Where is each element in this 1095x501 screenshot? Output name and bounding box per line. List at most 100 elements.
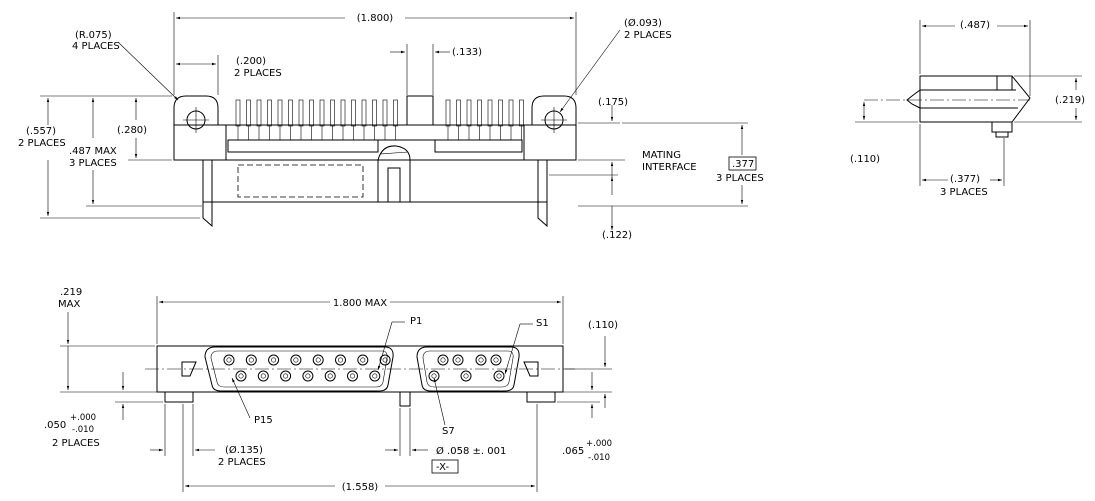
contact	[257, 370, 269, 382]
side-dim-height-219: (.219)	[1055, 95, 1085, 106]
top-pin	[235, 99, 241, 140]
tol-050-qty: 2 PLACES	[52, 438, 100, 449]
contact	[369, 370, 381, 382]
dim-height-175: (.175)	[598, 97, 628, 108]
dim-mount-hole: (Ø.093)	[624, 17, 662, 29]
top-pin	[508, 99, 514, 140]
dim-height-557-qty: 2 PLACES	[18, 138, 66, 149]
top-pin	[288, 99, 293, 140]
side-view-body	[864, 75, 1031, 138]
contact	[493, 370, 505, 382]
front-dim-height-219-max: MAX	[58, 299, 80, 310]
contact	[357, 354, 369, 366]
top-pin	[277, 99, 283, 140]
datum-x: -X-	[436, 462, 449, 473]
top-pin	[361, 99, 367, 140]
tol-065-base: .065	[562, 446, 584, 457]
top-pin	[309, 99, 314, 140]
dim-height-487-qty: 3 PLACES	[69, 158, 117, 169]
contact	[452, 354, 464, 366]
top-view-dimensions: (1.800) (R.075) 4 PLACES (.200) 2 PLACES…	[18, 12, 764, 241]
contact	[490, 354, 502, 366]
top-pin	[256, 99, 262, 140]
front-dim-pitch: (1.558)	[342, 482, 379, 493]
top-pin	[498, 99, 503, 140]
dim-mount-hole-qty: 2 PLACES	[624, 30, 672, 41]
contact	[235, 370, 247, 382]
contact	[428, 370, 440, 382]
contact	[460, 370, 472, 382]
dim-height-280: (.280)	[117, 125, 147, 136]
dim-flange-width: (.200)	[236, 56, 266, 67]
front-view-contacts	[223, 354, 505, 382]
contact	[312, 354, 324, 366]
top-pin	[456, 99, 461, 140]
top-pin	[519, 99, 524, 140]
front-dim-boss-qty: 2 PLACES	[218, 457, 266, 468]
label-p1: P1	[410, 316, 422, 327]
top-pin	[382, 99, 388, 140]
front-dim-boss-dia: (Ø.135)	[225, 444, 263, 456]
top-pin	[298, 99, 304, 140]
side-view: (.487) (.219) (.110) (.377) 3 PLACES	[850, 20, 1085, 198]
top-view-pins	[235, 99, 524, 140]
top-pin	[477, 99, 482, 140]
contact	[475, 354, 487, 366]
top-pin	[351, 99, 356, 140]
front-view: .219 MAX 1.800 MAX P1 S1 (.110)	[44, 287, 618, 493]
tol-050-base: .050	[44, 420, 66, 431]
side-dim-depth-377-qty: 3 PLACES	[940, 187, 988, 198]
front-view-dimensions: .219 MAX 1.800 MAX P1 S1 (.110)	[44, 287, 618, 493]
top-pin	[393, 99, 398, 140]
tol-050-minus: -.010	[72, 425, 94, 435]
dim-overall-width: (1.800)	[357, 13, 394, 24]
front-dim-pin-dia: Ø .058 ±. 001	[436, 445, 506, 457]
front-dim-height-110: (.110)	[588, 320, 618, 331]
contact	[268, 354, 280, 366]
top-pin	[330, 99, 335, 140]
top-pin	[445, 99, 451, 140]
contact	[379, 354, 391, 366]
dim-corner-radius-qty: 4 PLACES	[72, 41, 120, 52]
top-view: (1.800) (R.075) 4 PLACES (.200) 2 PLACES…	[18, 12, 764, 241]
side-dim-depth-487: (.487)	[960, 20, 990, 31]
dim-height-122: (.122)	[602, 230, 632, 241]
top-pin	[319, 99, 325, 140]
side-view-dimensions: (.487) (.219) (.110) (.377) 3 PLACES	[850, 20, 1085, 198]
top-pin	[487, 99, 493, 140]
contact	[347, 370, 358, 382]
mating-label-2: INTERFACE	[642, 162, 697, 173]
dim-flange-width-qty: 2 PLACES	[234, 68, 282, 79]
dim-height-487: .487 MAX	[69, 146, 117, 157]
top-pin	[466, 99, 472, 140]
front-dim-height-219: .219	[60, 287, 82, 298]
tol-065-plus: +.000	[586, 439, 612, 449]
contact	[223, 354, 235, 366]
contact	[324, 370, 336, 382]
dim-height-377-qty: 3 PLACES	[716, 173, 764, 184]
tol-050-plus: +.000	[70, 413, 96, 423]
top-pin	[340, 99, 346, 140]
contact	[335, 354, 346, 366]
dim-corner-radius: (R.075)	[75, 30, 112, 41]
contact	[280, 370, 292, 382]
contact	[245, 354, 257, 366]
dim-slot-width: (.133)	[452, 47, 482, 58]
label-p15: P15	[254, 415, 273, 426]
contact	[302, 370, 314, 382]
top-pin	[267, 99, 272, 140]
top-view-body	[173, 95, 577, 228]
dim-height-557: (.557)	[26, 126, 56, 137]
mating-label-1: MATING	[642, 150, 681, 161]
front-view-body	[145, 345, 575, 407]
contact	[290, 354, 302, 366]
contact	[437, 354, 449, 366]
top-pin	[246, 99, 251, 140]
label-s7: S7	[442, 426, 455, 437]
top-pin	[372, 99, 377, 140]
tol-065-minus: -.010	[588, 453, 610, 463]
side-dim-depth-377: (.377)	[950, 174, 980, 185]
dim-height-377: .377	[732, 159, 754, 170]
